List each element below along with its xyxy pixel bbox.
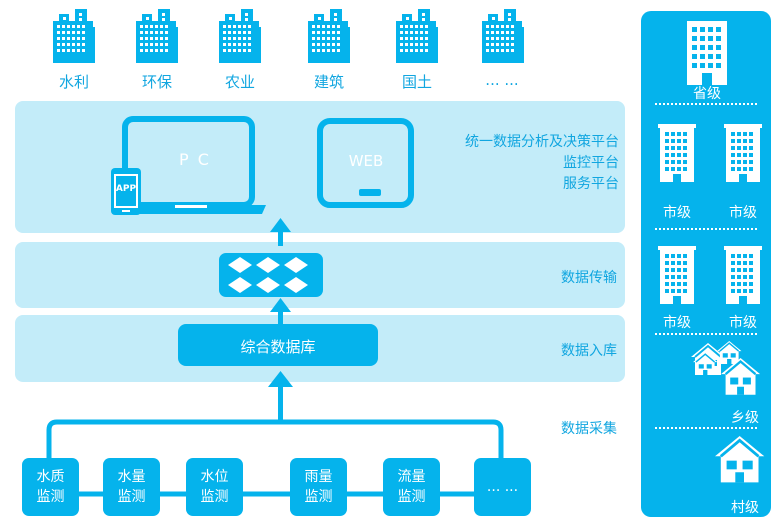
monitor-label: 水质	[36, 469, 65, 485]
industry-label: 国土	[401, 73, 432, 91]
monitor-box: 雨量 监测	[290, 458, 347, 516]
city-building-icon	[724, 246, 762, 304]
app-label: APP	[115, 184, 137, 194]
arrow-up-icon	[270, 298, 291, 325]
monitor-box: 水位 监测	[186, 458, 243, 516]
level-label-township: 乡级	[731, 410, 759, 426]
monitor-label: 监测	[200, 489, 229, 505]
layer-label-collection: 数据采集	[561, 421, 617, 437]
industry-label: ... ...	[485, 71, 519, 89]
level-divider	[655, 228, 757, 230]
arrow-up-icon	[268, 371, 293, 422]
level-label-city: 市级	[663, 205, 691, 221]
level-label-village: 村级	[731, 500, 759, 516]
industry-label: 水利	[58, 73, 89, 91]
monitor-label: 监测	[36, 489, 65, 505]
industry-label: 建筑	[313, 73, 344, 91]
flow-graphics	[46, 218, 504, 497]
monitor-label: 监测	[397, 489, 426, 505]
monitor-box: 流量 监测	[383, 458, 440, 516]
pc-label: P C	[179, 150, 211, 169]
monitor-box: 水量 监测	[103, 458, 160, 516]
platform-text: 统一数据分析及决策平台 监控平台 服务平台	[400, 131, 619, 195]
level-divider	[655, 103, 757, 105]
layer-label-ingestion: 数据入库	[561, 343, 617, 359]
industry-label: 农业	[224, 73, 255, 91]
city-building-icon	[724, 124, 762, 182]
village-house-icon	[713, 434, 766, 484]
level-divider	[655, 427, 757, 429]
platform-line: 服务平台	[563, 176, 619, 192]
platform-line: 监控平台	[563, 155, 619, 171]
province-building-icon	[687, 21, 727, 85]
laptop-icon	[112, 116, 266, 214]
level-label-city: 市级	[663, 315, 691, 331]
city-building-icon	[658, 124, 696, 182]
city-building-icon	[658, 246, 696, 304]
level-label-city: 市级	[729, 315, 757, 331]
database-box	[178, 324, 378, 366]
monitor-label: 监测	[304, 489, 333, 505]
monitor-label: 监测	[117, 489, 146, 505]
layer-label-transmission: 数据传输	[561, 270, 617, 286]
monitor-box: 水质 监测	[22, 458, 79, 516]
monitor-label: 雨量	[304, 469, 333, 485]
database-label: 综合数据库	[240, 338, 316, 356]
web-label: WEB	[348, 152, 384, 170]
platform-line: 统一数据分析及决策平台	[465, 134, 619, 150]
monitor-label: 水量	[117, 469, 146, 485]
arrow-up-icon	[270, 218, 291, 246]
level-label-province: 省级	[693, 86, 721, 102]
monitor-box: ... ...	[474, 458, 531, 516]
web-monitor-icon	[317, 118, 414, 208]
monitor-label: ... ...	[486, 479, 519, 495]
industry-label: 环保	[141, 73, 172, 91]
platform-devices	[111, 116, 414, 215]
admin-levels-panel: 省级 市级 市级 市级 市级 乡级 村级	[641, 11, 771, 517]
level-label-city: 市级	[729, 205, 757, 221]
network-switch-icon	[219, 253, 323, 297]
monitor-label: 水位	[200, 469, 229, 485]
monitor-label: 流量	[397, 469, 426, 485]
level-divider	[655, 333, 757, 335]
phone-icon	[111, 168, 141, 215]
admin-level-icons	[658, 21, 766, 484]
